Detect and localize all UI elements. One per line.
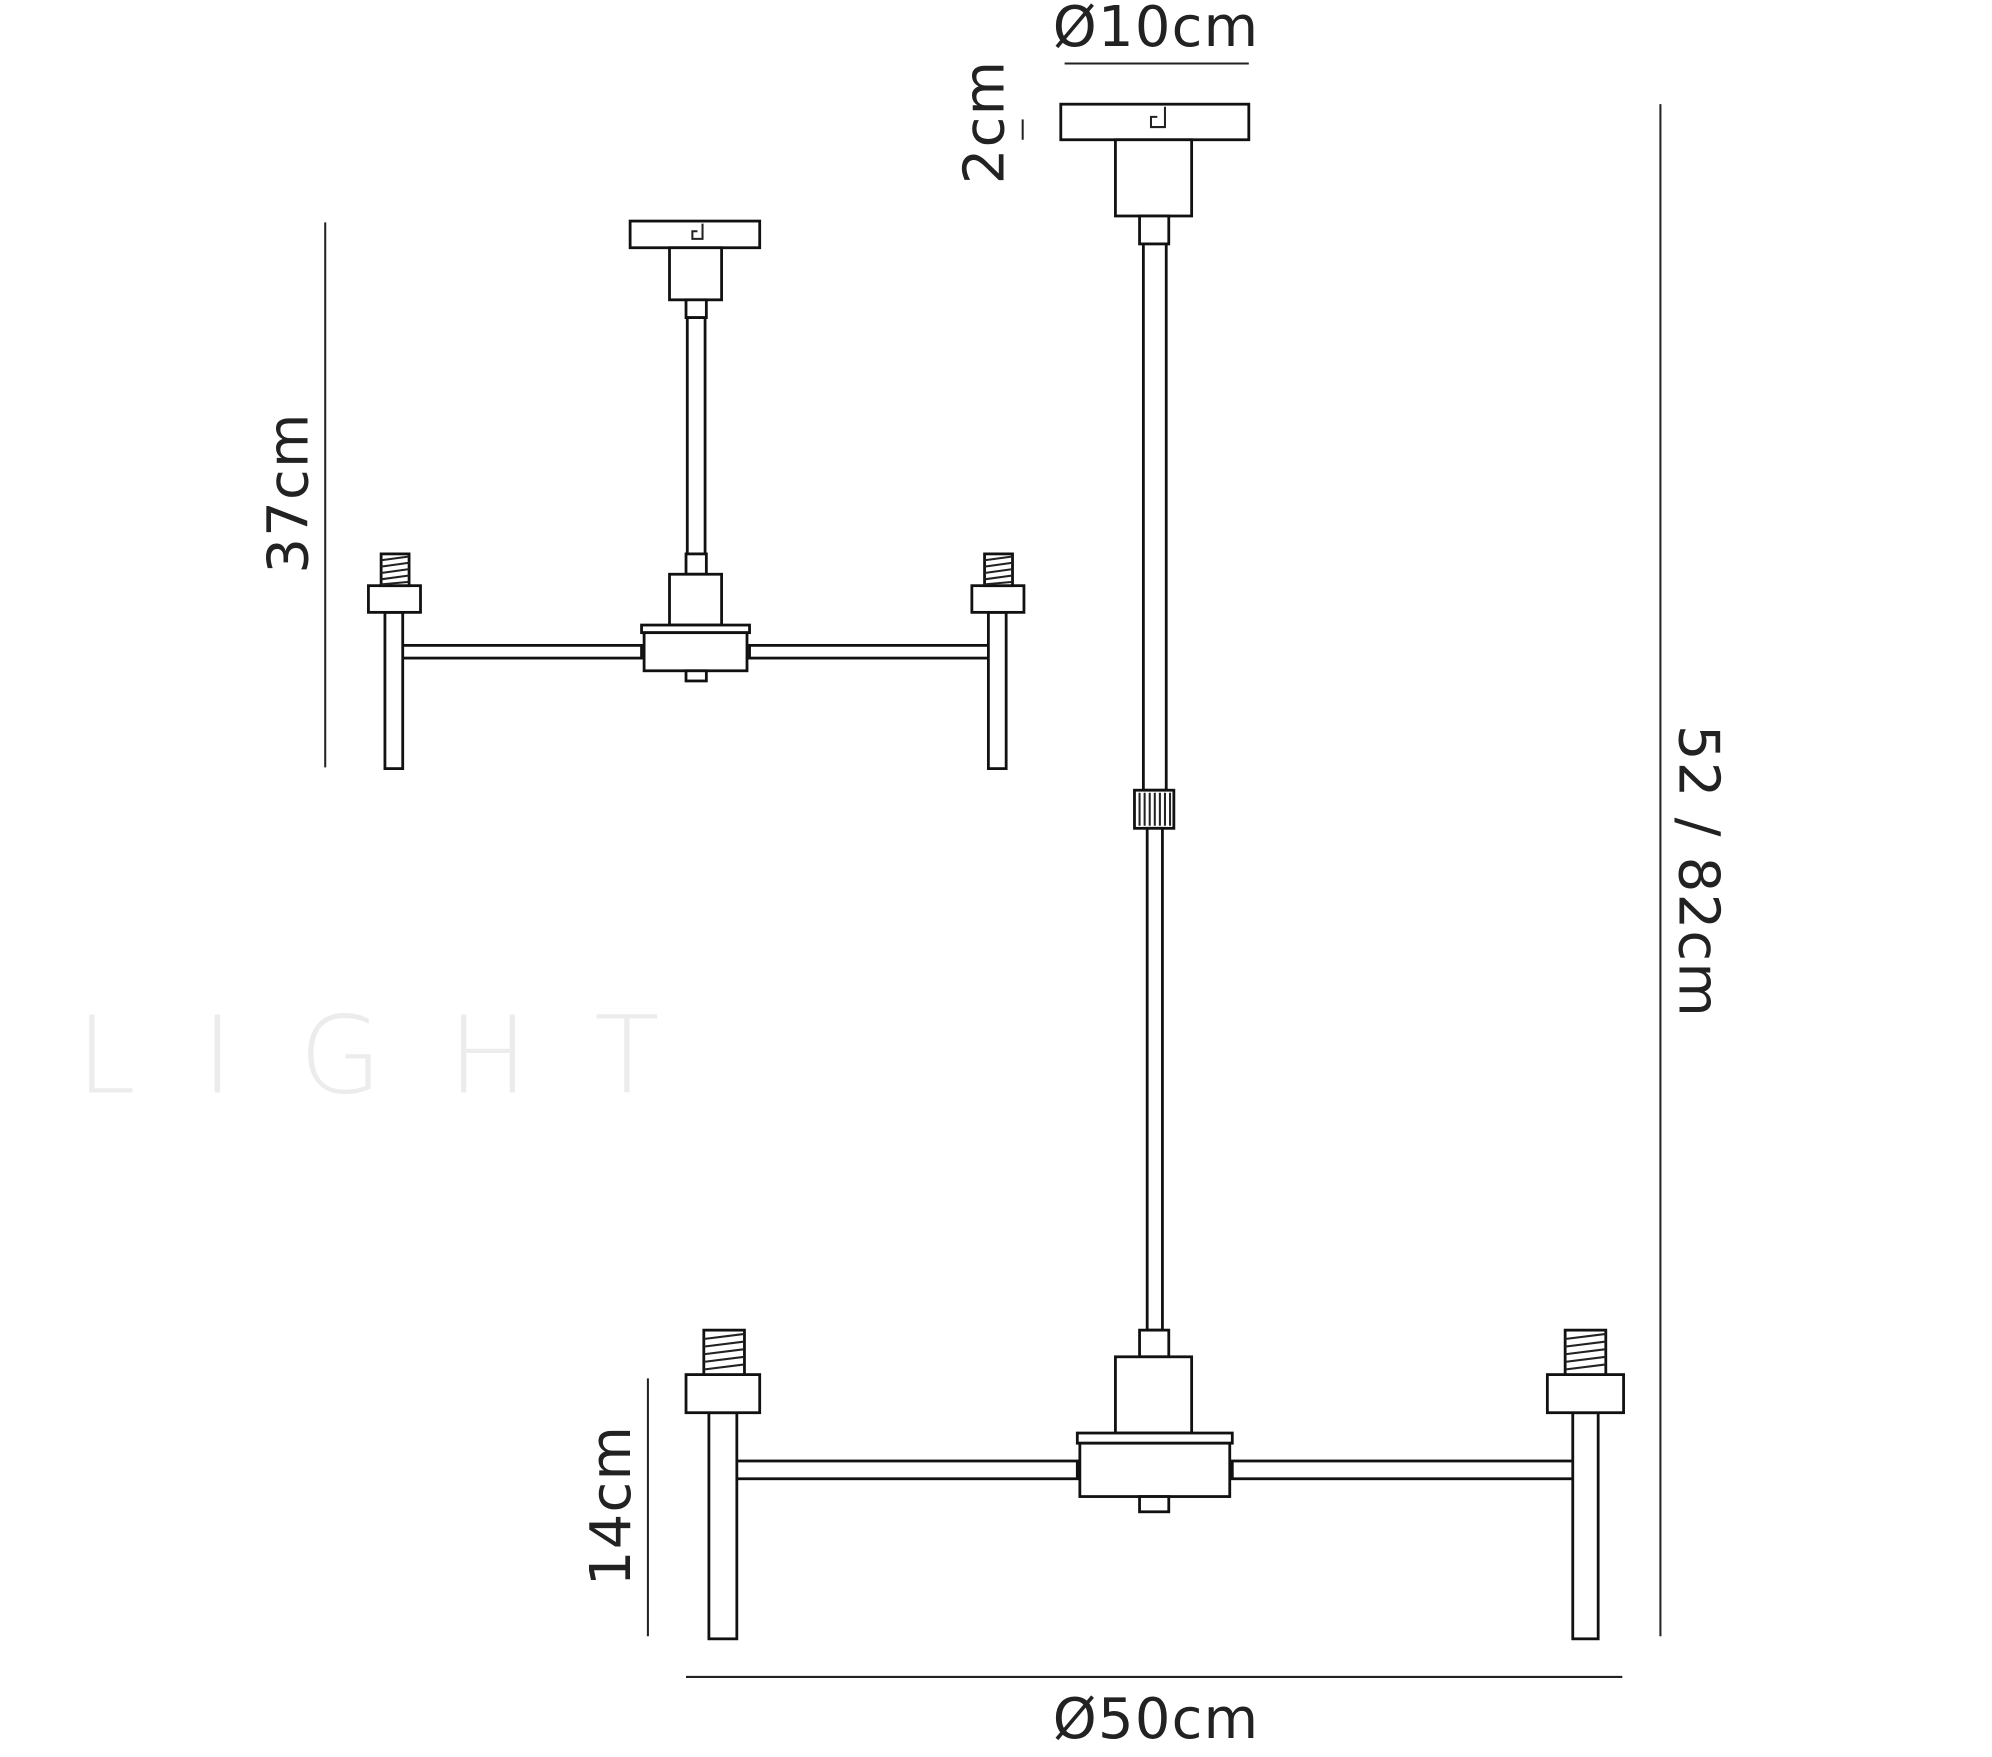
small-hub	[642, 631, 749, 673]
right-stem	[1571, 1411, 1600, 1641]
left-stem	[707, 1411, 739, 1641]
small-hub-nub	[684, 669, 708, 683]
small-canopy-plate	[628, 219, 762, 250]
hub-body	[1114, 1355, 1194, 1435]
watermark-logo: LIGHT	[76, 995, 725, 1119]
hub-nub	[1138, 1495, 1171, 1514]
small-arm-left	[400, 643, 643, 660]
overall-diameter-label: Ø50cm	[1053, 1687, 1260, 1752]
small-bottom-collar	[684, 552, 708, 576]
arm-height-label: 14cm	[579, 1425, 644, 1586]
canopy-diameter-label: Ø10cm	[1053, 0, 1260, 60]
drop-height-label: 52 / 82cm	[1665, 725, 1730, 1018]
small-left-stem	[383, 610, 405, 771]
small-hub-body	[668, 572, 723, 627]
min-height-label: 37cm	[256, 412, 321, 573]
small-rod	[685, 316, 707, 556]
canopy-body	[1114, 138, 1194, 218]
small-canopy-hook-icon	[691, 223, 704, 240]
coupler-knurl-lines	[1138, 792, 1172, 826]
lower-rod	[1145, 826, 1164, 1332]
arm-right	[1230, 1459, 1577, 1481]
left-thread-lines	[703, 1332, 745, 1371]
small-left-socket	[367, 584, 422, 614]
canopy-height-label: 2cm	[953, 60, 1018, 185]
canopy-hook-icon	[1149, 106, 1166, 129]
small-left-thread-lines	[380, 555, 410, 586]
hub-flange	[1075, 1431, 1234, 1445]
small-canopy-body	[668, 246, 723, 302]
small-arm-right	[748, 643, 993, 660]
small-fixture-view	[367, 219, 1026, 771]
small-right-thread-lines	[984, 555, 1013, 586]
canopy-plate	[1059, 102, 1251, 142]
hub	[1078, 1441, 1232, 1498]
left-socket	[684, 1373, 762, 1415]
bottom-collar	[1138, 1328, 1171, 1359]
small-top-collar	[684, 298, 708, 320]
large-fixture-view	[684, 102, 1625, 1641]
small-right-socket	[970, 584, 1026, 614]
arm-left	[732, 1459, 1079, 1481]
upper-rod	[1141, 242, 1168, 792]
small-right-stem	[986, 610, 1008, 771]
top-collar	[1138, 214, 1171, 246]
right-socket	[1545, 1373, 1625, 1415]
right-thread-lines	[1565, 1332, 1606, 1371]
